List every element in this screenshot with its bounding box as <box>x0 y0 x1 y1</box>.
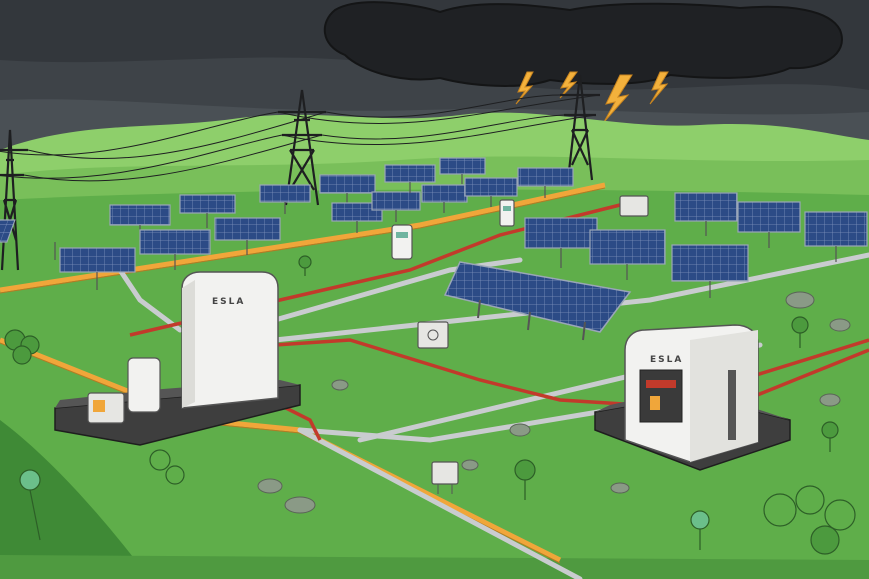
solar-panel-icon <box>443 261 632 341</box>
battery-brand-label: ESLA <box>212 297 245 307</box>
storm-cloud-icon <box>323 1 843 87</box>
lightning-bolt-icon <box>515 71 669 123</box>
battery-brand-label: ESLA <box>650 355 683 365</box>
transmission-tower-icon <box>0 74 600 271</box>
cable-orange <box>0 182 606 563</box>
ground-bottom-edge <box>0 555 869 579</box>
solar-panel-icon <box>524 192 868 298</box>
solar-panel-icon <box>0 157 574 290</box>
ground-left-slope <box>0 420 150 579</box>
junction-box-icon <box>417 195 649 494</box>
battery-unit-icon <box>54 271 301 446</box>
rocks <box>257 291 851 514</box>
power-lines <box>0 94 601 182</box>
battery-unit-icon <box>594 324 791 471</box>
trees <box>4 255 856 555</box>
charging-station-icon <box>391 199 515 260</box>
